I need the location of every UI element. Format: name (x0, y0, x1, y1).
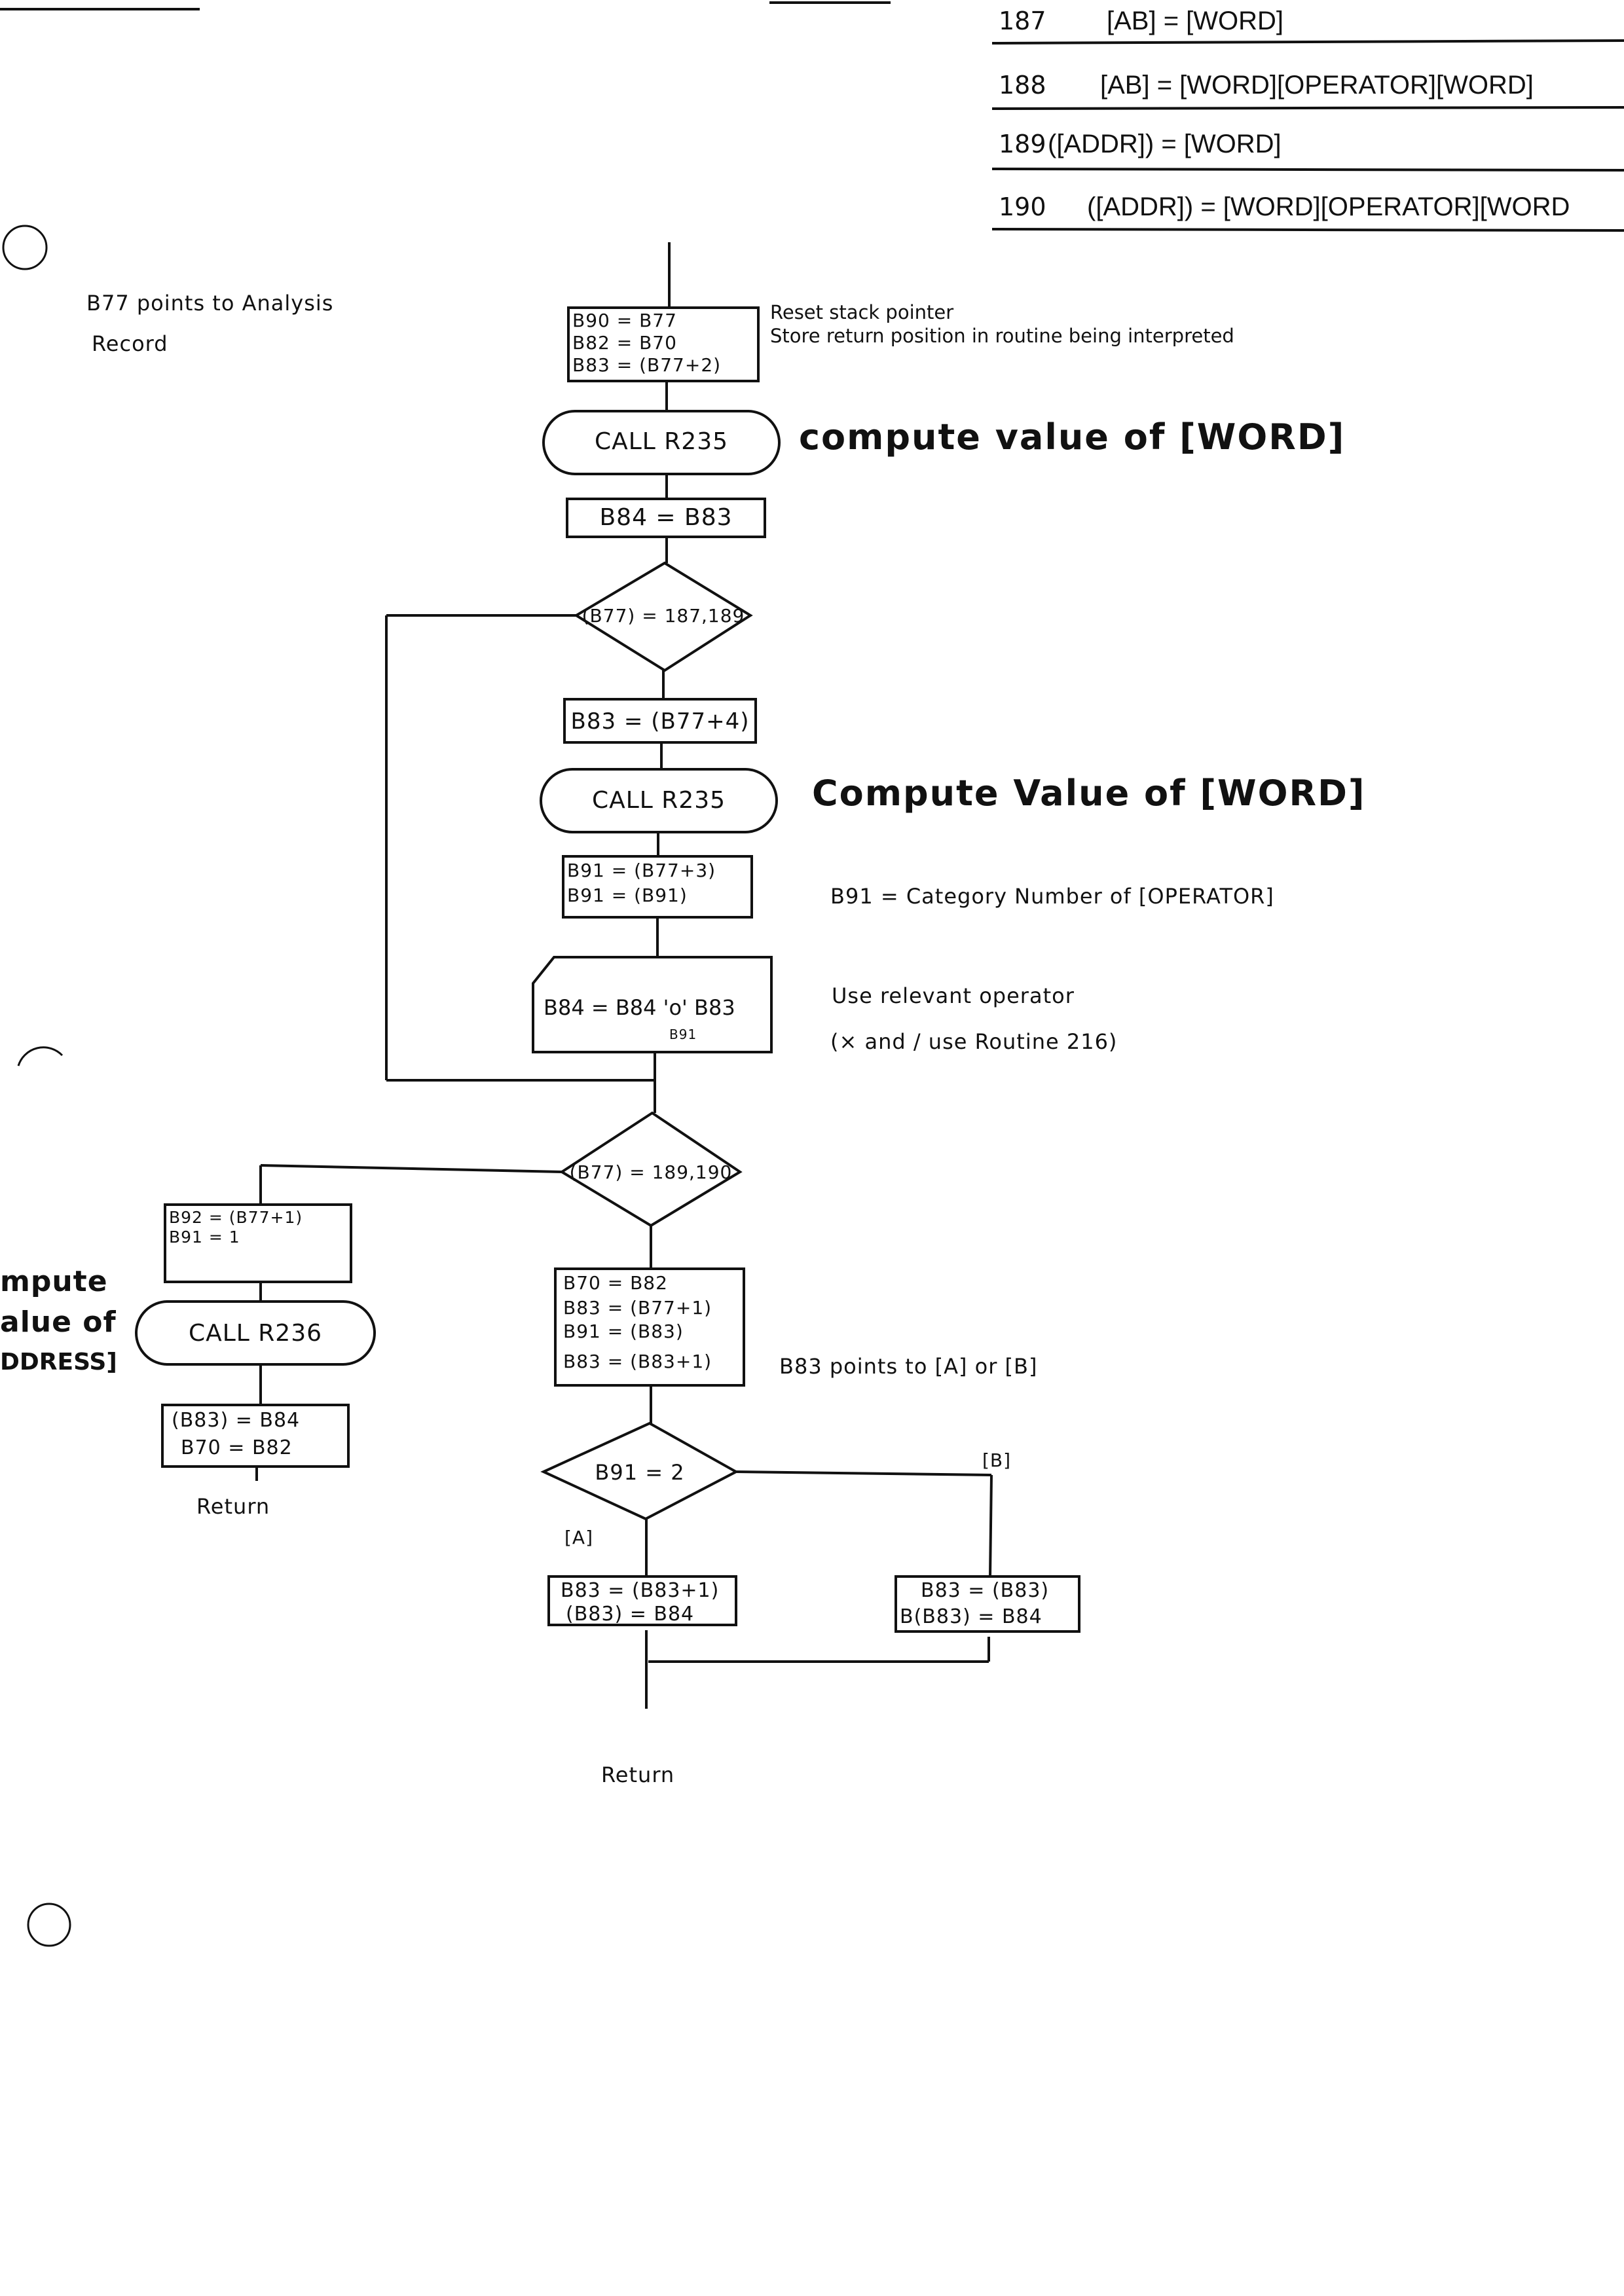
decision-3-label: B91 = 2 (595, 1460, 685, 1485)
syntax-row-rule: ([ADDR]) = [WORD][OPERATOR][WORD (1087, 192, 1570, 221)
syntax-row-rule: [AB] = [WORD] (1107, 7, 1284, 35)
operator-note-line1: Use relevant operator (832, 983, 1075, 1008)
init-box-line: B83 = (B77+2) (572, 354, 722, 376)
init-box-shape (567, 306, 760, 382)
branch-b-label: [B] (982, 1449, 1012, 1471)
right-box-line: B91 = (B83) (563, 1321, 684, 1342)
b91-box-line: B91 = (B77+3) (567, 860, 716, 881)
call-3-shape (135, 1300, 376, 1366)
b91-box-line: B91 = (B91) (567, 884, 688, 906)
decision-1-label: (B77) = 187,189 (581, 605, 745, 627)
operator-box-label: B84 = B84 'o' B83 (544, 995, 735, 1020)
syntax-row-number: 187 (999, 7, 1046, 35)
right-box-line: B83 = (B83+1) (563, 1351, 712, 1372)
init-box-line: B82 = B70 (572, 332, 677, 354)
left-return-label: Return (196, 1494, 270, 1519)
left-store-box-line: (B83) = B84 (172, 1409, 301, 1432)
compute-address-note-line1: mpute (0, 1265, 108, 1298)
compute-address-note-line3: DDRESS] (0, 1349, 117, 1376)
decision-2-label: (B77) = 189,190 (569, 1161, 733, 1183)
right-box-line: B83 = (B77+1) (563, 1297, 712, 1319)
final-return-label: Return (601, 1762, 675, 1787)
punch-hole-icon (2, 225, 48, 270)
b77-note-line2: Record (92, 331, 168, 356)
compute-address-note-line2: alue of (0, 1305, 117, 1339)
table-rule (991, 168, 1624, 172)
b83-points-note: B83 points to [A] or [B] (779, 1354, 1038, 1379)
connector (260, 1164, 563, 1173)
punch-hole-icon (27, 1903, 71, 1947)
box-b-line: B83 = (B83) (921, 1579, 1050, 1602)
category-note: B91 = Category Number of [OPERATOR] (830, 884, 1274, 909)
call-2-label: CALL R235 (591, 787, 726, 814)
compute-word-note-1: compute value of [WORD] (799, 416, 1346, 458)
table-rule (991, 228, 1624, 232)
assign-b83-label: B83 = (B77+4) (570, 708, 750, 735)
right-box-line: B70 = B82 (563, 1272, 668, 1294)
b77-note-line1: B77 points to Analysis (86, 291, 334, 316)
syntax-row-rule: [AB] = [WORD][OPERATOR][WORD] (1100, 71, 1534, 100)
call-1-shape (542, 410, 781, 475)
operator-box-shape (532, 956, 773, 1053)
operator-box-sub: B91 (669, 1027, 697, 1042)
assign-b84-label: B84 = B83 (599, 504, 733, 531)
box-a-line: (B83) = B84 (566, 1603, 695, 1626)
init-box-line: B90 = B77 (572, 310, 677, 331)
box-a-shape (547, 1575, 737, 1626)
left-box-line: B91 = 1 (169, 1228, 240, 1247)
syntax-row-number: 190 (999, 192, 1046, 221)
left-box-shape (164, 1203, 352, 1283)
compute-word-note-2: Compute Value of [WORD] (812, 773, 1366, 814)
branch-a-label: [A] (564, 1527, 594, 1548)
table-rule (991, 106, 1624, 110)
box-b-line: B(B83) = B84 (900, 1605, 1043, 1628)
syntax-row-number: 189 (999, 130, 1046, 158)
reset-note-line1: Reset stack pointer (770, 301, 954, 323)
call-3-label: CALL R236 (188, 1320, 323, 1347)
punch-hole-icon (17, 1046, 64, 1066)
syntax-row-rule: ([ADDR]) = [WORD] (1048, 130, 1282, 158)
table-rule (991, 39, 1624, 45)
call-1-label: CALL R235 (594, 428, 729, 455)
box-b-shape (895, 1575, 1080, 1633)
syntax-row-number: 188 (999, 71, 1046, 100)
left-box-line: B92 = (B77+1) (169, 1208, 303, 1227)
left-store-box-line: B70 = B82 (181, 1436, 293, 1459)
box-a-line: B83 = (B83+1) (561, 1579, 720, 1602)
reset-note-line2: Store return position in routine being i… (770, 325, 1234, 347)
connector (989, 1474, 993, 1577)
connector (735, 1470, 992, 1476)
operator-note-line2: (× and / use Routine 216) (830, 1029, 1118, 1054)
